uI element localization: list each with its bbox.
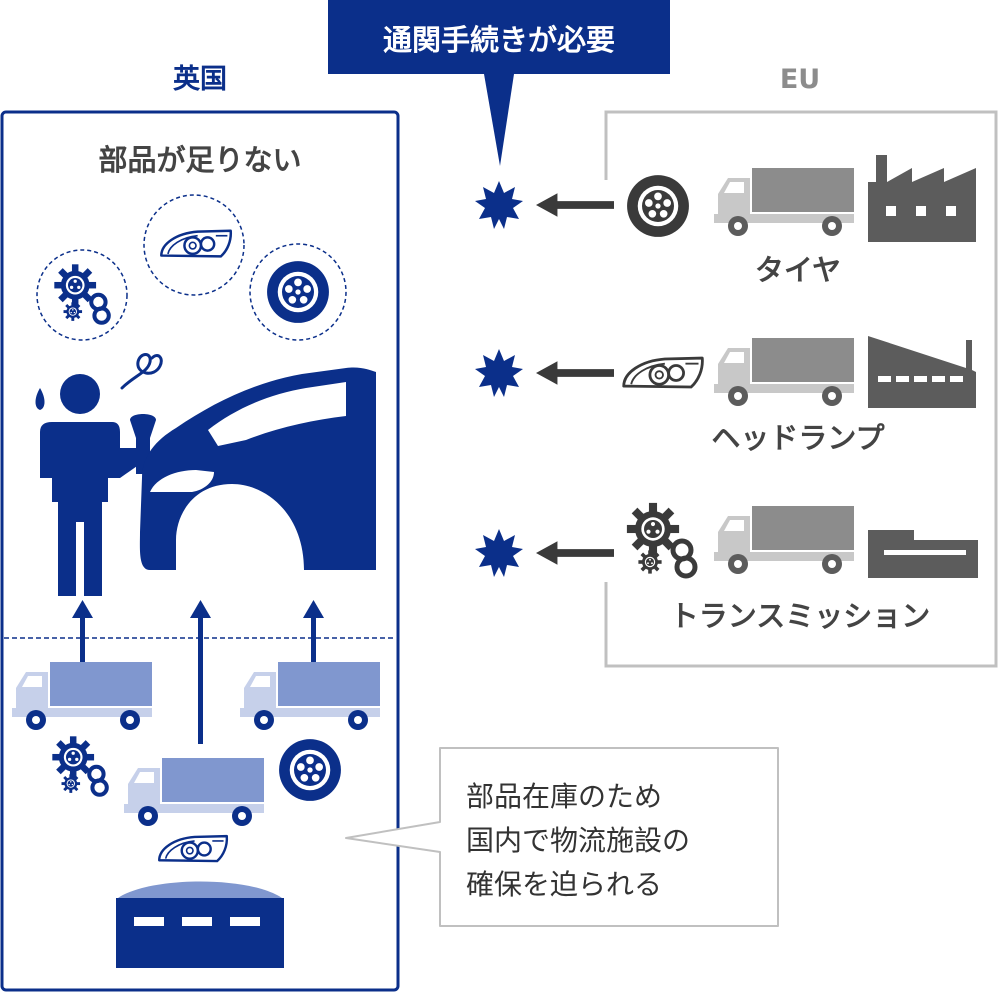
factory-icon	[868, 530, 978, 578]
eu-panel	[604, 110, 998, 668]
thought-bubble-headlamp	[143, 194, 245, 296]
gear-icon	[627, 503, 695, 576]
uk-truck-2	[240, 662, 380, 730]
eu-row-transmission: トランスミッション	[627, 503, 978, 633]
supply-arrows	[72, 600, 324, 744]
callout-line-1: 部品在庫のため	[466, 780, 662, 813]
arrow-left-icon	[536, 361, 614, 385]
callout-line-3: 確保を迫られる	[466, 868, 662, 901]
customs-burst-icon	[475, 529, 523, 577]
uk-truck-1	[12, 662, 152, 730]
uk-label: 英国	[173, 64, 227, 95]
gear-icon	[52, 736, 106, 794]
tire-icon	[279, 739, 341, 801]
eu-truck	[714, 168, 854, 236]
eu-label: EU	[780, 64, 820, 95]
part-label-headlamp: ヘッドランプ	[711, 421, 885, 455]
arrow-left-icon	[536, 541, 614, 565]
headlamp-icon	[622, 356, 704, 389]
warehouse-icon	[116, 881, 284, 968]
thought-bubble-tire	[249, 243, 347, 341]
headlamp-icon	[157, 834, 229, 863]
customs-label: 通関手続きが必要	[383, 23, 615, 57]
uk-panel	[0, 110, 400, 992]
part-label-transmission: トランスミッション	[670, 599, 930, 633]
car-window	[208, 382, 346, 446]
mechanic-figure	[35, 374, 156, 596]
eu-truck	[714, 506, 854, 574]
part-label-tire: タイヤ	[755, 253, 841, 287]
callout-line-2: 国内で物流施設の	[466, 824, 690, 857]
customs-burst-icon	[475, 349, 523, 397]
gear-icon	[54, 264, 108, 322]
shortage-text: 部品が足りない	[98, 143, 301, 177]
thought-bubble-gears	[36, 249, 128, 341]
tire-icon	[267, 261, 329, 323]
factory-icon	[868, 336, 976, 408]
eu-row-headlamp: ヘッドランプ	[622, 336, 976, 455]
sweat-drop-icon	[35, 388, 45, 410]
factory-icon	[868, 155, 976, 242]
arrow-left-icon	[536, 193, 614, 217]
tire-icon	[627, 175, 689, 237]
confused-scribble-icon	[120, 353, 163, 390]
headlamp-icon	[159, 229, 233, 258]
eu-truck	[714, 338, 854, 406]
callout-box: 部品在庫のため 国内で物流施設の 確保を迫られる	[345, 747, 779, 927]
customs-label-box: 通関手続きが必要	[328, 0, 670, 166]
eu-row-tire: タイヤ	[627, 155, 976, 287]
customs-burst-icon	[475, 181, 523, 229]
car-headlight	[150, 470, 214, 492]
uk-truck-3	[124, 758, 264, 826]
